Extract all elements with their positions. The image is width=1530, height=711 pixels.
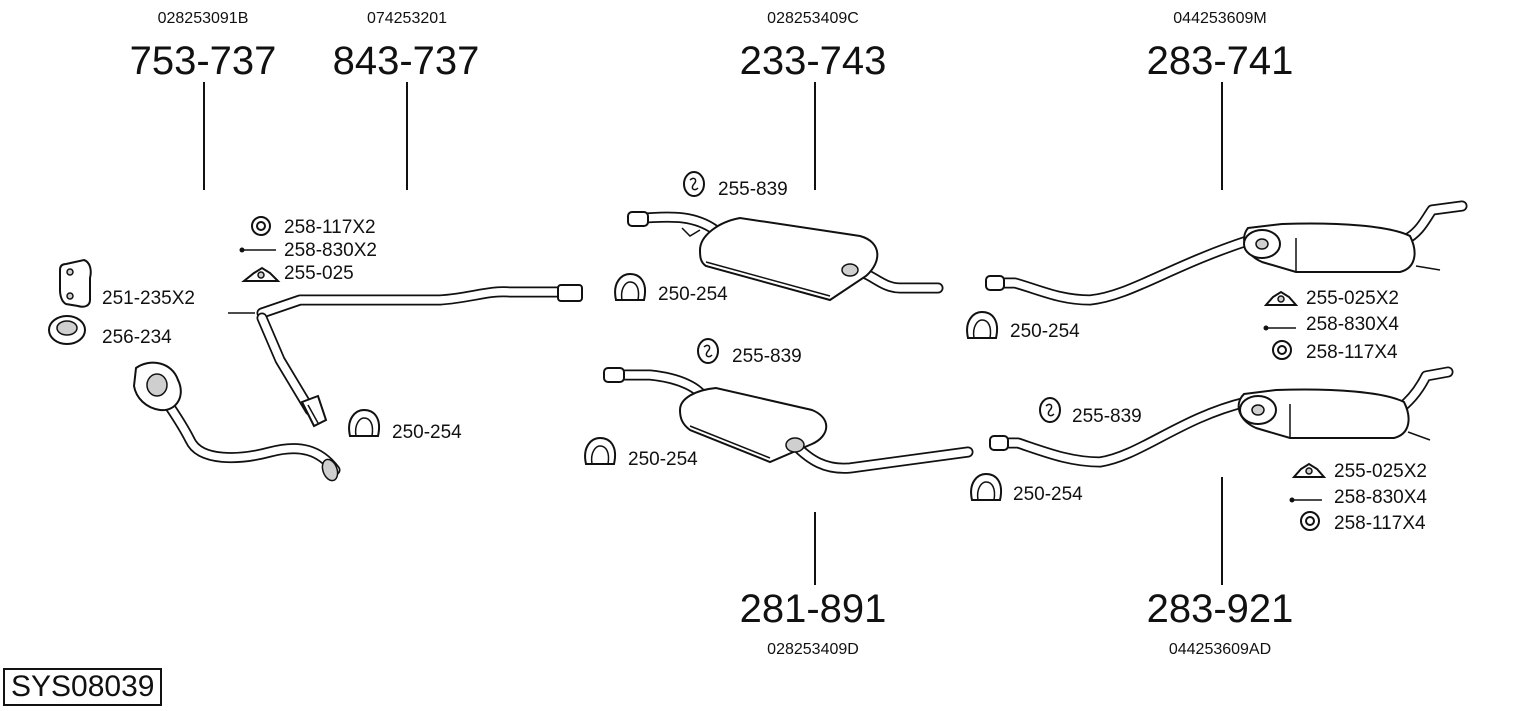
accessory-rubber-bot-mid[interactable]: 255-839 <box>697 338 802 367</box>
front-pipe-753-737[interactable] <box>132 361 341 483</box>
accessory-label[interactable]: 258-830X2 <box>284 240 377 261</box>
accessory-label[interactable]: 250-254 <box>658 284 728 305</box>
accessory-label[interactable]: 255-839 <box>718 179 788 200</box>
accessory-hanger-bot-rear[interactable]: 255-025X2 <box>1291 461 1427 482</box>
accessory-label[interactable]: 258-117X2 <box>284 217 376 238</box>
part-281-891[interactable]: 281-891 028253409D <box>740 512 887 658</box>
accessory-ring-front[interactable]: 258-117X2 <box>251 216 376 238</box>
accessory-label[interactable]: 258-117X4 <box>1334 513 1426 534</box>
accessory-clamp-front[interactable]: 250-254 <box>348 408 462 443</box>
oem-number: 028253409D <box>767 641 859 658</box>
accessory-clamp-top-mid[interactable]: 250-254 <box>614 272 728 305</box>
accessory-bracket-gasket[interactable]: 251-235X2 <box>59 258 195 309</box>
accessory-label[interactable]: 255-839 <box>1072 406 1142 427</box>
accessory-bolt-bot-rear[interactable]: 258-830X4 <box>1289 487 1428 508</box>
accessory-label[interactable]: 250-254 <box>392 422 462 443</box>
part-753-737[interactable]: 028253091B 753-737 <box>130 10 277 190</box>
part-283-741[interactable]: 044253609M 283-741 <box>1147 10 1294 190</box>
accessory-hanger-top-rear[interactable]: 255-025X2 <box>1263 288 1399 309</box>
accessory-label[interactable]: 255-025X2 <box>1306 288 1399 309</box>
accessory-label[interactable]: 255-839 <box>732 346 802 367</box>
clamp-icon <box>584 436 616 465</box>
part-number[interactable]: 843-737 <box>333 39 480 83</box>
part-number[interactable]: 281-891 <box>740 587 887 631</box>
accessory-clamp-bot-mid[interactable]: 250-254 <box>584 436 698 470</box>
clamp-icon <box>970 472 1002 501</box>
accessory-label[interactable]: 255-025 <box>284 263 354 284</box>
oem-number: 074253201 <box>367 10 447 27</box>
part-number[interactable]: 283-921 <box>1147 587 1294 631</box>
part-843-737[interactable]: 074253201 843-737 <box>333 10 480 190</box>
accessory-clamp-bot-rear[interactable]: 250-254 <box>970 472 1083 505</box>
accessory-ring-bot-rear[interactable]: 258-117X4 <box>1300 511 1426 534</box>
accessory-clamp-top-rear[interactable]: 250-254 <box>966 310 1080 342</box>
accessory-label[interactable]: 258-830X4 <box>1334 487 1427 508</box>
front-pipe-843-737[interactable] <box>228 284 583 428</box>
accessory-rubber-top-mid[interactable]: 255-839 <box>683 171 788 200</box>
accessory-rubber-bot-rear[interactable]: 255-839 <box>1039 397 1142 427</box>
accessory-hanger-front[interactable]: 255-025 <box>241 263 354 284</box>
rear-silencer-283-741[interactable] <box>985 200 1468 306</box>
part-number[interactable]: 753-737 <box>130 39 277 83</box>
oem-number: 028253091B <box>158 10 249 27</box>
accessory-label[interactable]: 256-234 <box>102 327 172 348</box>
accessory-ring-top-rear[interactable]: 258-117X4 <box>1272 340 1398 363</box>
oem-number: 044253609M <box>1173 10 1266 27</box>
part-283-921[interactable]: 283-921 044253609AD <box>1147 477 1294 658</box>
oem-number: 028253409C <box>767 10 859 27</box>
part-233-743[interactable]: 028253409C 233-743 <box>740 10 887 190</box>
middle-silencer-281-891[interactable] <box>603 367 974 474</box>
part-number[interactable]: 233-743 <box>740 39 887 83</box>
rear-silencer-283-921[interactable] <box>989 366 1454 468</box>
accessory-bolt-front[interactable]: 258-830X2 <box>239 240 377 261</box>
accessory-label[interactable]: 250-254 <box>1010 321 1080 342</box>
middle-silencer-233-743[interactable] <box>627 211 944 302</box>
part-number[interactable]: 283-741 <box>1147 39 1294 83</box>
clamp-icon <box>966 310 998 339</box>
clamp-icon <box>614 272 646 301</box>
accessory-label[interactable]: 258-830X4 <box>1306 314 1399 335</box>
gasket-bracket-icon <box>59 258 92 308</box>
system-code: SYS08039 <box>3 668 163 706</box>
accessory-label[interactable]: 250-254 <box>1013 484 1083 505</box>
accessory-label[interactable]: 258-117X4 <box>1306 342 1398 363</box>
accessory-label[interactable]: 255-025X2 <box>1334 461 1427 482</box>
accessory-label[interactable]: 250-254 <box>628 449 698 470</box>
accessory-gasket-ring[interactable]: 256-234 <box>48 315 172 348</box>
oem-number: 044253609AD <box>1169 641 1271 658</box>
accessory-label[interactable]: 251-235X2 <box>102 288 195 309</box>
clamp-icon <box>348 408 380 437</box>
accessory-bolt-top-rear[interactable]: 258-830X4 <box>1263 314 1400 335</box>
